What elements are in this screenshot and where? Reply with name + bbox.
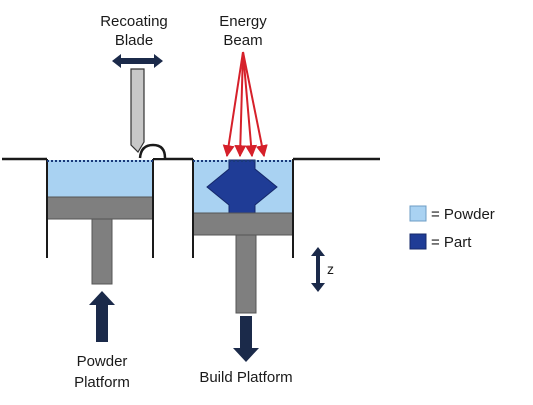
legend: = Powder = Part bbox=[409, 205, 495, 251]
z-axis-label: z bbox=[327, 261, 334, 277]
powder-platform-label-line1: Powder bbox=[77, 353, 128, 370]
z-axis-arrow bbox=[311, 247, 325, 292]
recoater-powder-heap bbox=[138, 143, 167, 159]
energy-beam-label-line1: Energy bbox=[219, 13, 267, 30]
build-platform-label: Build Platform bbox=[199, 369, 292, 386]
recoating-blade-body bbox=[130, 68, 145, 153]
legend-part-swatch bbox=[409, 233, 427, 250]
legend-part-label: = Part bbox=[431, 234, 472, 251]
build-chamber bbox=[192, 159, 294, 314]
legend-powder-swatch bbox=[409, 205, 427, 222]
powder-supply-piston-plate bbox=[46, 196, 154, 220]
energy-beam bbox=[222, 51, 268, 158]
powder-supply-piston-rod bbox=[91, 218, 113, 285]
blade-motion-arrow bbox=[112, 54, 163, 68]
powder-supply-chamber bbox=[46, 159, 154, 285]
recoating-blade bbox=[130, 68, 167, 159]
energy-beam-label-line2: Beam bbox=[223, 32, 262, 49]
build-piston-plate bbox=[192, 212, 294, 236]
recoating-blade-label-line1: Recoating bbox=[100, 13, 168, 30]
recoating-blade-label-line2: Blade bbox=[115, 32, 153, 49]
build-piston-rod bbox=[235, 234, 257, 314]
powder-supply-powder bbox=[47, 160, 153, 197]
powder-platform-label-line2: Platform bbox=[74, 374, 130, 391]
legend-powder-label: = Powder bbox=[431, 206, 495, 223]
build-platform-down-arrow bbox=[233, 316, 259, 362]
work-surface bbox=[2, 157, 380, 162]
powder-platform-up-arrow bbox=[89, 291, 115, 342]
